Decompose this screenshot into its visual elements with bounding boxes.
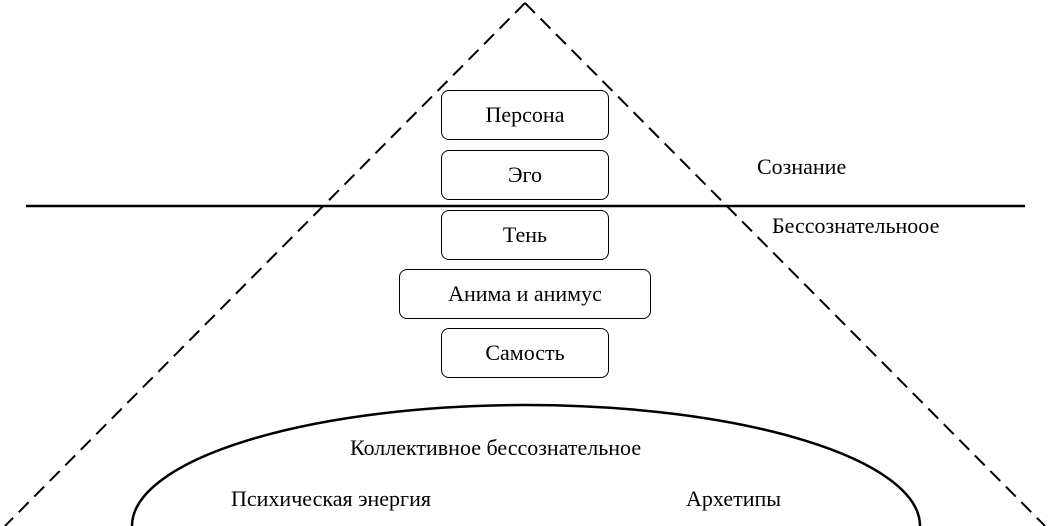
persona-label: Персона <box>485 102 565 127</box>
pyramid-left-edge <box>4 2 526 526</box>
unconscious-layer-label: Бессознательноое <box>772 213 940 238</box>
psychic-energy-label: Психическая энергия <box>231 486 431 511</box>
shadow-label: Тень <box>502 222 548 247</box>
pyramid-right-edge <box>524 2 1046 526</box>
shadow-box: Тень <box>441 210 609 260</box>
anima-animus-box: Анима и анимус <box>399 269 651 319</box>
ego-label: Эго <box>508 162 542 187</box>
ego-box: Эго <box>441 150 609 200</box>
self-label: Самость <box>485 340 565 365</box>
conscious-layer-label: Сознание <box>757 154 847 179</box>
collective-unconscious-label: Коллективное бессознательное <box>350 435 642 460</box>
persona-box: Персона <box>441 90 609 140</box>
anima-animus-label: Анима и анимус <box>448 281 602 306</box>
self-box: Самость <box>441 328 609 378</box>
collective-unconscious-ellipse <box>130 403 922 526</box>
archetypes-label: Архетипы <box>686 486 782 511</box>
